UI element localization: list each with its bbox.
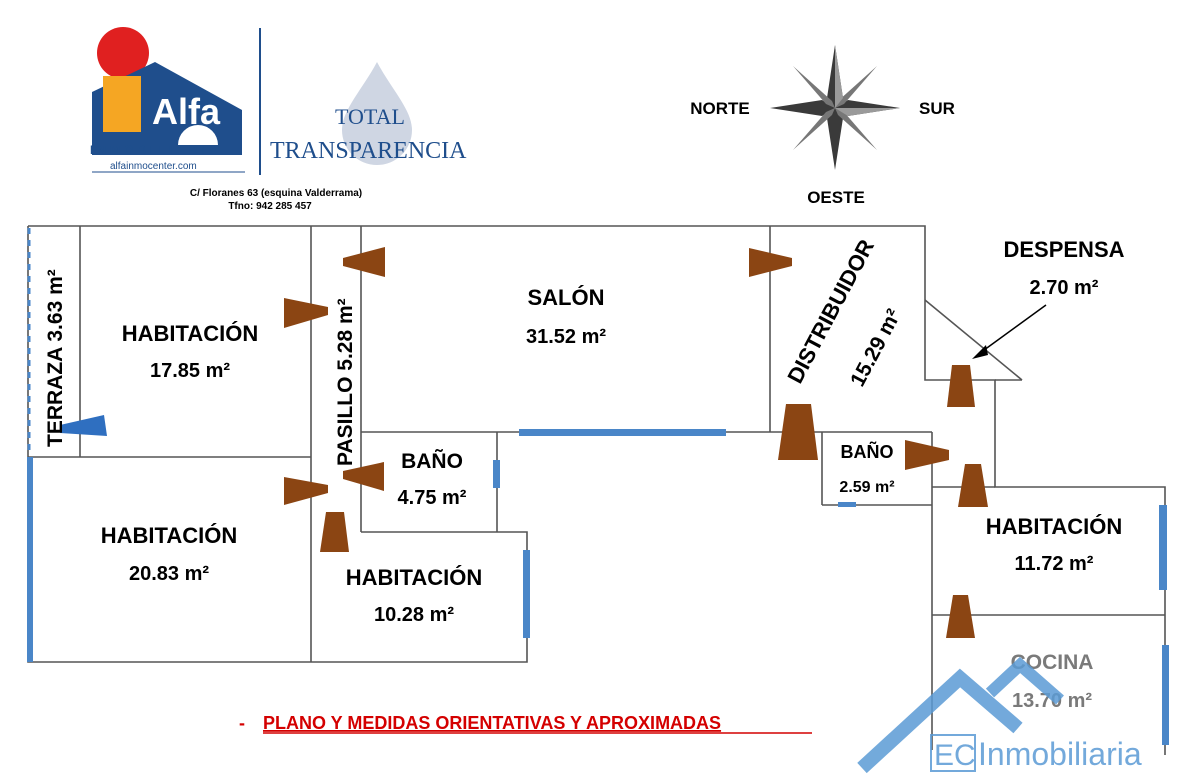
logo-orange-figure: [103, 76, 141, 132]
water-drop-icon: [342, 62, 412, 165]
room-habitacion-3-name: HABITACIÓN: [346, 565, 482, 590]
watermark-prefix: EC: [934, 739, 976, 772]
secondary-logo-line2: TRANSPARENCIA: [270, 138, 467, 164]
compass-rose-icon: [770, 45, 900, 170]
window-bano-2: [838, 502, 856, 507]
room-habitacion-1-name: HABITACIÓN: [122, 321, 258, 346]
door-bano-1: [343, 462, 384, 491]
room-bano-1-area: 4.75 m²: [398, 487, 467, 509]
room-terraza-label: TERRAZA 3.63 m²: [44, 269, 67, 447]
window-habitacion-2: [27, 457, 33, 662]
logo-tagline: INMOBILIARIA: [90, 143, 221, 157]
despensa-pointer-arrow: [979, 304, 1047, 354]
door-terraza: [60, 415, 107, 436]
door-salon-left: [343, 247, 385, 277]
window-habitacion-3: [523, 550, 530, 638]
door-habitacion-4: [958, 464, 988, 507]
room-pasillo-label: PASILLO 5.28 m²: [334, 298, 357, 466]
room-bano-1-name: BAÑO: [401, 450, 463, 473]
doors: [284, 247, 988, 638]
room-despensa-name: DESPENSA: [1003, 237, 1124, 262]
compass-north-label: NORTE: [690, 99, 750, 118]
watermark-ec-box: [930, 734, 976, 772]
disclaimer-text: PLANO Y MEDIDAS ORIENTATIVAS Y APROXIMAD…: [263, 713, 721, 733]
phone-text: Tfno: 942 285 457: [228, 201, 312, 212]
logo-arch: [178, 125, 218, 145]
room-habitacion-2-area: 20.83 m²: [129, 563, 209, 585]
room-despensa-area: 2.70 m²: [1030, 277, 1099, 299]
door-main: [778, 404, 818, 460]
door-despensa: [947, 365, 975, 407]
despensa-arrow-head-icon: [972, 345, 988, 359]
door-habitacion-1: [284, 298, 328, 328]
room-salon-name: SALÓN: [528, 285, 605, 310]
logo-website: alfainmocenter.com: [110, 161, 197, 172]
room-habitacion-1-area: 17.85 m²: [150, 360, 230, 382]
room-habitacion-4-name: HABITACIÓN: [986, 514, 1122, 539]
room-bano-2-area: 2.59 m²: [839, 479, 894, 496]
door-bano-2: [905, 440, 949, 470]
compass-south-label: SUR: [919, 99, 955, 118]
window-bano-1: [493, 460, 500, 488]
room-salon-area: 31.52 m²: [526, 326, 606, 348]
door-habitacion-2: [284, 477, 328, 505]
logo-red-circle: [97, 27, 149, 79]
ec-inmobiliaria-watermark: EC Inmobiliaria: [857, 656, 1142, 774]
window-cocina: [1162, 645, 1169, 745]
secondary-logo-line1: TOTAL: [335, 104, 405, 129]
compass-west-label: OESTE: [807, 188, 865, 207]
door-cocina: [946, 595, 975, 638]
disclaimer-dash: -: [239, 713, 245, 733]
door-habitacion-3: [320, 512, 349, 552]
window-salon: [519, 429, 726, 436]
room-distribuidor-area: 15.29 m²: [846, 305, 906, 390]
room-habitacion-2-name: HABITACIÓN: [101, 523, 237, 548]
logo-brand-text: Alfa: [152, 91, 221, 132]
door-distribuidor: [749, 248, 792, 277]
watermark-roof-icon: [857, 668, 1023, 774]
room-bano-2-name: BAÑO: [841, 441, 894, 462]
alfa-logo: Alfa INMOBILIARIA alfainmocenter.com: [90, 27, 245, 173]
room-habitacion-4-area: 11.72 m²: [1015, 553, 1094, 575]
window-habitacion-4: [1159, 505, 1167, 590]
address-text: C/ Floranes 63 (esquina Valderrama): [190, 188, 362, 199]
watermark-roof-small-icon: [985, 656, 1064, 705]
watermark-text: Inmobiliaria: [978, 736, 1142, 772]
windows: [27, 429, 1169, 745]
room-habitacion-3-area: 10.28 m²: [374, 604, 454, 626]
